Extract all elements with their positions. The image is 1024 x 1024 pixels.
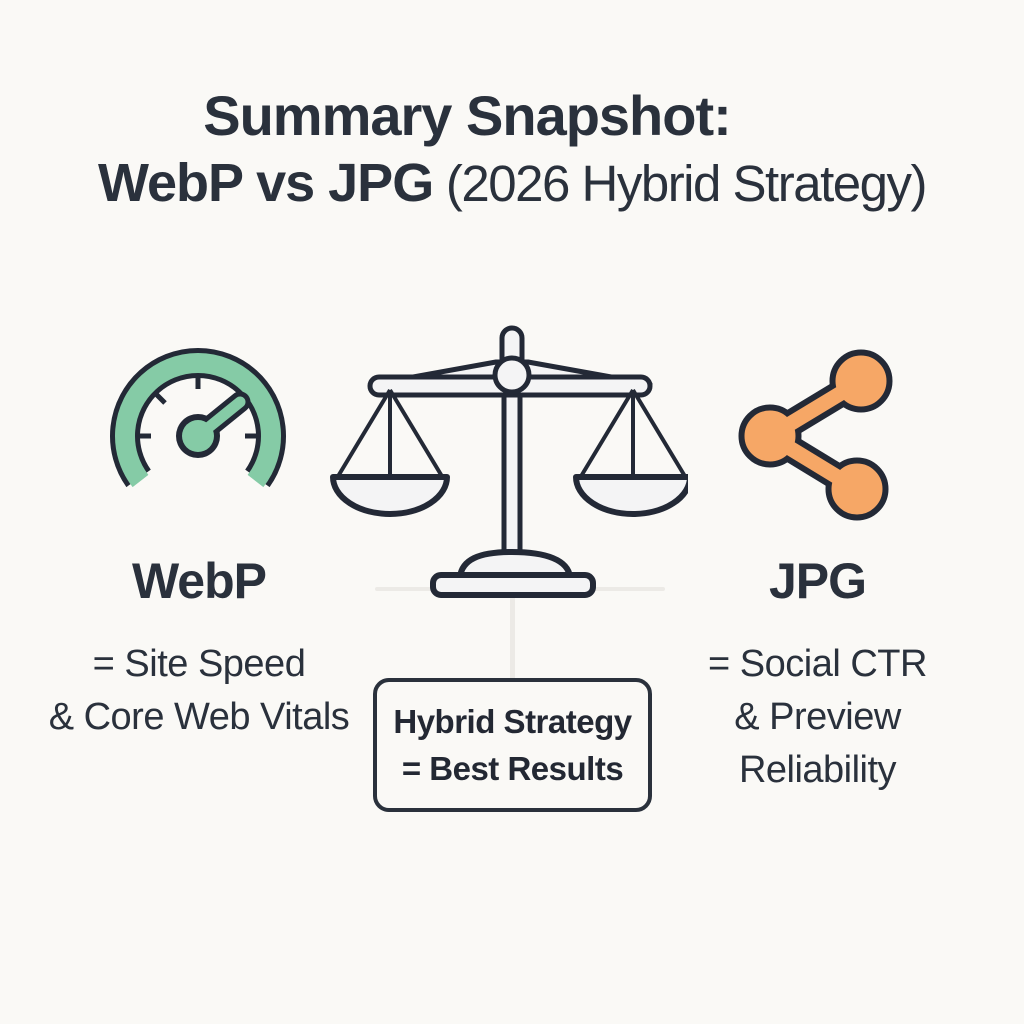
hybrid-box-line2: = Best Results <box>401 750 624 787</box>
jpg-benefit-line2: & Preview <box>734 696 901 738</box>
title-line2-bold: WebP vs JPG <box>98 153 434 213</box>
hybrid-box-line1: Hybrid Strategy <box>393 703 632 740</box>
hybrid-strategy-box: Hybrid Strategy = Best Results <box>373 678 652 812</box>
title-line1: Summary Snapshot: <box>203 84 732 147</box>
speedometer-icon <box>110 348 286 488</box>
webp-benefit-line1: = Site Speed <box>92 643 306 685</box>
webp-label-group: WebP = Site Speed & Core Web Vitals <box>28 552 370 744</box>
webp-heading: WebP <box>132 553 267 609</box>
webp-benefit-line2: & Core Web Vitals <box>48 696 350 738</box>
jpg-benefit-line1: = Social CTR <box>708 643 927 685</box>
jpg-heading: JPG <box>768 553 867 609</box>
title-line2: WebP vs JPG (2026 Hybrid Strategy) <box>0 152 1024 215</box>
box-connector-line <box>510 597 515 679</box>
title-line2-subtitle: (2026 Hybrid Strategy) <box>433 155 928 212</box>
share-icon <box>738 349 893 521</box>
balance-scale-icon <box>330 325 688 598</box>
title: Summary Snapshot: WebP vs JPG (2026 Hybr… <box>0 84 1024 215</box>
jpg-benefit-line3: Reliability <box>738 749 897 791</box>
jpg-label-group: JPG = Social CTR & Preview Reliability <box>645 552 990 797</box>
